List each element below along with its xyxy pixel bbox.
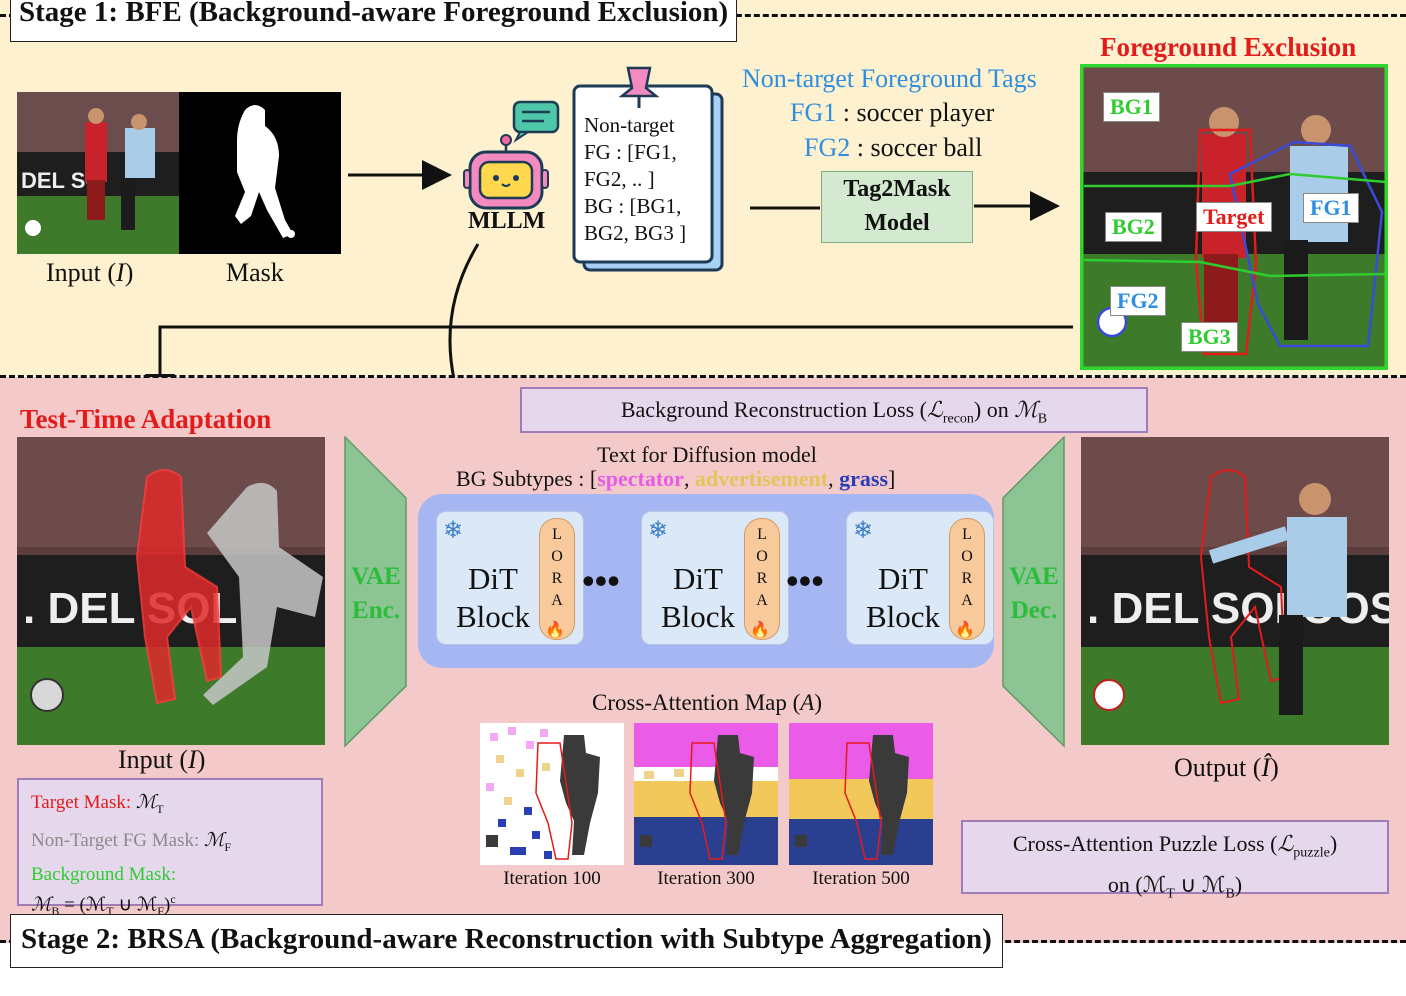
vae-encoder-label: VAE Enc. bbox=[344, 560, 408, 628]
lora-letter: L bbox=[757, 526, 767, 543]
dit-ellipsis-1: ••• bbox=[582, 561, 620, 601]
stage-divider-dash bbox=[0, 375, 1406, 378]
note-text: Non-target FG : [FG1, FG2, .. ] BG : [BG… bbox=[584, 112, 686, 247]
dit-line: Block bbox=[865, 599, 941, 634]
puzzle-loss-line2: on (ℳT ∪ ℳB) bbox=[1107, 872, 1243, 902]
dit-line: DiT bbox=[878, 561, 928, 596]
lora-module: L O R A 🔥 bbox=[949, 518, 985, 640]
lora-module: L O R A 🔥 bbox=[539, 518, 575, 640]
fg2-tag: FG2 bbox=[1110, 286, 1166, 316]
lora-letter: A bbox=[551, 592, 563, 609]
dit-line: DiT bbox=[673, 561, 723, 596]
tags-title: Non-target Foreground Tags bbox=[742, 64, 1037, 93]
output-image: . DEL SOLOOS bbox=[1081, 437, 1389, 745]
dit-line: Block bbox=[455, 599, 531, 634]
legend-target: Target Mask: ℳT bbox=[31, 792, 164, 816]
attention-map-iter-500 bbox=[789, 723, 933, 865]
stage1-input-label: Input (I) bbox=[46, 258, 134, 287]
notepad-icon bbox=[572, 66, 724, 272]
fg1-tag: FG1 bbox=[1303, 193, 1359, 223]
note-line: FG : [FG1, bbox=[584, 140, 677, 164]
dit-ellipsis-2: ••• bbox=[786, 561, 824, 601]
snowflake-icon: ❄ bbox=[853, 518, 874, 544]
lora-letter: A bbox=[961, 592, 973, 609]
lora-letter: R bbox=[756, 570, 768, 587]
stage1-mask-label: Mask bbox=[226, 258, 284, 287]
vae-dec-line: Dec. bbox=[1010, 597, 1058, 624]
vae-decoder-label: VAE Dec. bbox=[1002, 560, 1066, 628]
note-line: BG2, BG3 ] bbox=[584, 221, 687, 245]
vae-encoder-shape bbox=[344, 436, 407, 748]
mllm-label: MLLM bbox=[468, 208, 546, 234]
fg2-tag-line: FG2 : soccer ball bbox=[804, 133, 983, 162]
tag2mask-line: Model bbox=[864, 210, 930, 236]
lora-letter: A bbox=[756, 592, 768, 609]
legend-formula: ℳB = (ℳT ∪ ℳF)c bbox=[31, 891, 176, 918]
lora-letter: R bbox=[961, 570, 973, 587]
target-tag: Target bbox=[1196, 202, 1272, 232]
iteration-label-500: Iteration 500 bbox=[812, 868, 910, 889]
attention-map-iter-300 bbox=[634, 723, 778, 865]
stage2-input-image: . DEL SOL bbox=[17, 437, 325, 745]
tag2mask-model-box: Tag2Mask Model bbox=[821, 171, 973, 243]
tta-title: Test-Time Adaptation bbox=[20, 404, 272, 434]
legend-background: Background Mask: bbox=[31, 863, 177, 885]
input-image: DEL SO bbox=[17, 92, 181, 254]
snowflake-icon: ❄ bbox=[648, 518, 669, 544]
cross-attention-title: Cross-Attention Map (A) bbox=[592, 690, 822, 715]
robot-icon bbox=[463, 100, 560, 210]
lora-letter: R bbox=[551, 570, 563, 587]
dit-line: Block bbox=[660, 599, 736, 634]
iteration-label-100: Iteration 100 bbox=[503, 868, 601, 889]
mask-legend-box: Target Mask: ℳT Non-Target FG Mask: ℳF B… bbox=[17, 778, 323, 918]
dit-line: DiT bbox=[468, 561, 518, 596]
puzzle-loss-line1: Cross-Attention Puzzle Loss (ℒpuzzle) bbox=[1012, 831, 1338, 861]
lora-letter: L bbox=[552, 526, 562, 543]
lora-letter: O bbox=[961, 548, 973, 565]
output-label: Output (Î) bbox=[1174, 753, 1279, 782]
snowflake-icon: ❄ bbox=[443, 518, 464, 544]
lora-letter: L bbox=[962, 526, 972, 543]
lora-module: L O R A 🔥 bbox=[744, 518, 780, 640]
tag2mask-line: Tag2Mask bbox=[843, 176, 951, 202]
fire-icon: 🔥 bbox=[750, 622, 770, 639]
legend-nontarget: Non-Target FG Mask: ℳF bbox=[31, 829, 232, 854]
stage2-input-label: Input (I) bbox=[118, 745, 206, 774]
bg3-tag: BG3 bbox=[1181, 322, 1238, 352]
fe-title: Foreground Exclusion bbox=[1100, 32, 1357, 62]
vae-decoder-shape bbox=[1002, 436, 1065, 748]
fire-icon: 🔥 bbox=[545, 622, 565, 639]
note-line: Non-target bbox=[584, 113, 675, 137]
attention-map-iter-100 bbox=[480, 723, 624, 865]
text-for-diffusion-title: Text for Diffusion model bbox=[597, 442, 817, 467]
fg1-tag-line: FG1 : soccer player bbox=[790, 98, 995, 127]
lora-letter: O bbox=[551, 548, 563, 565]
bg2-tag: BG2 bbox=[1105, 212, 1162, 242]
vae-dec-line: VAE bbox=[1009, 563, 1059, 590]
puzzle-loss-box: Cross-Attention Puzzle Loss (ℒpuzzle) on… bbox=[961, 820, 1389, 902]
bg-subtypes-line: BG Subtypes : [spectator, advertisement,… bbox=[456, 466, 896, 491]
stage2-title: Stage 2: BRSA (Background-aware Reconstr… bbox=[10, 914, 1003, 968]
lora-letter: O bbox=[756, 548, 768, 565]
fire-icon: 🔥 bbox=[955, 622, 975, 639]
note-line: BG : [BG1, bbox=[584, 194, 682, 218]
bg1-tag: BG1 bbox=[1103, 92, 1160, 122]
recon-loss-box: Background Reconstruction Loss (ℒrecon) … bbox=[520, 387, 1148, 433]
iteration-label-300: Iteration 300 bbox=[657, 868, 755, 889]
mask-image bbox=[179, 92, 341, 254]
vae-enc-line: VAE bbox=[351, 563, 401, 590]
stage1-title: Stage 1: BFE (Background-aware Foregroun… bbox=[10, 0, 738, 42]
vae-enc-line: Enc. bbox=[352, 597, 400, 624]
note-line: FG2, .. ] bbox=[584, 167, 655, 191]
